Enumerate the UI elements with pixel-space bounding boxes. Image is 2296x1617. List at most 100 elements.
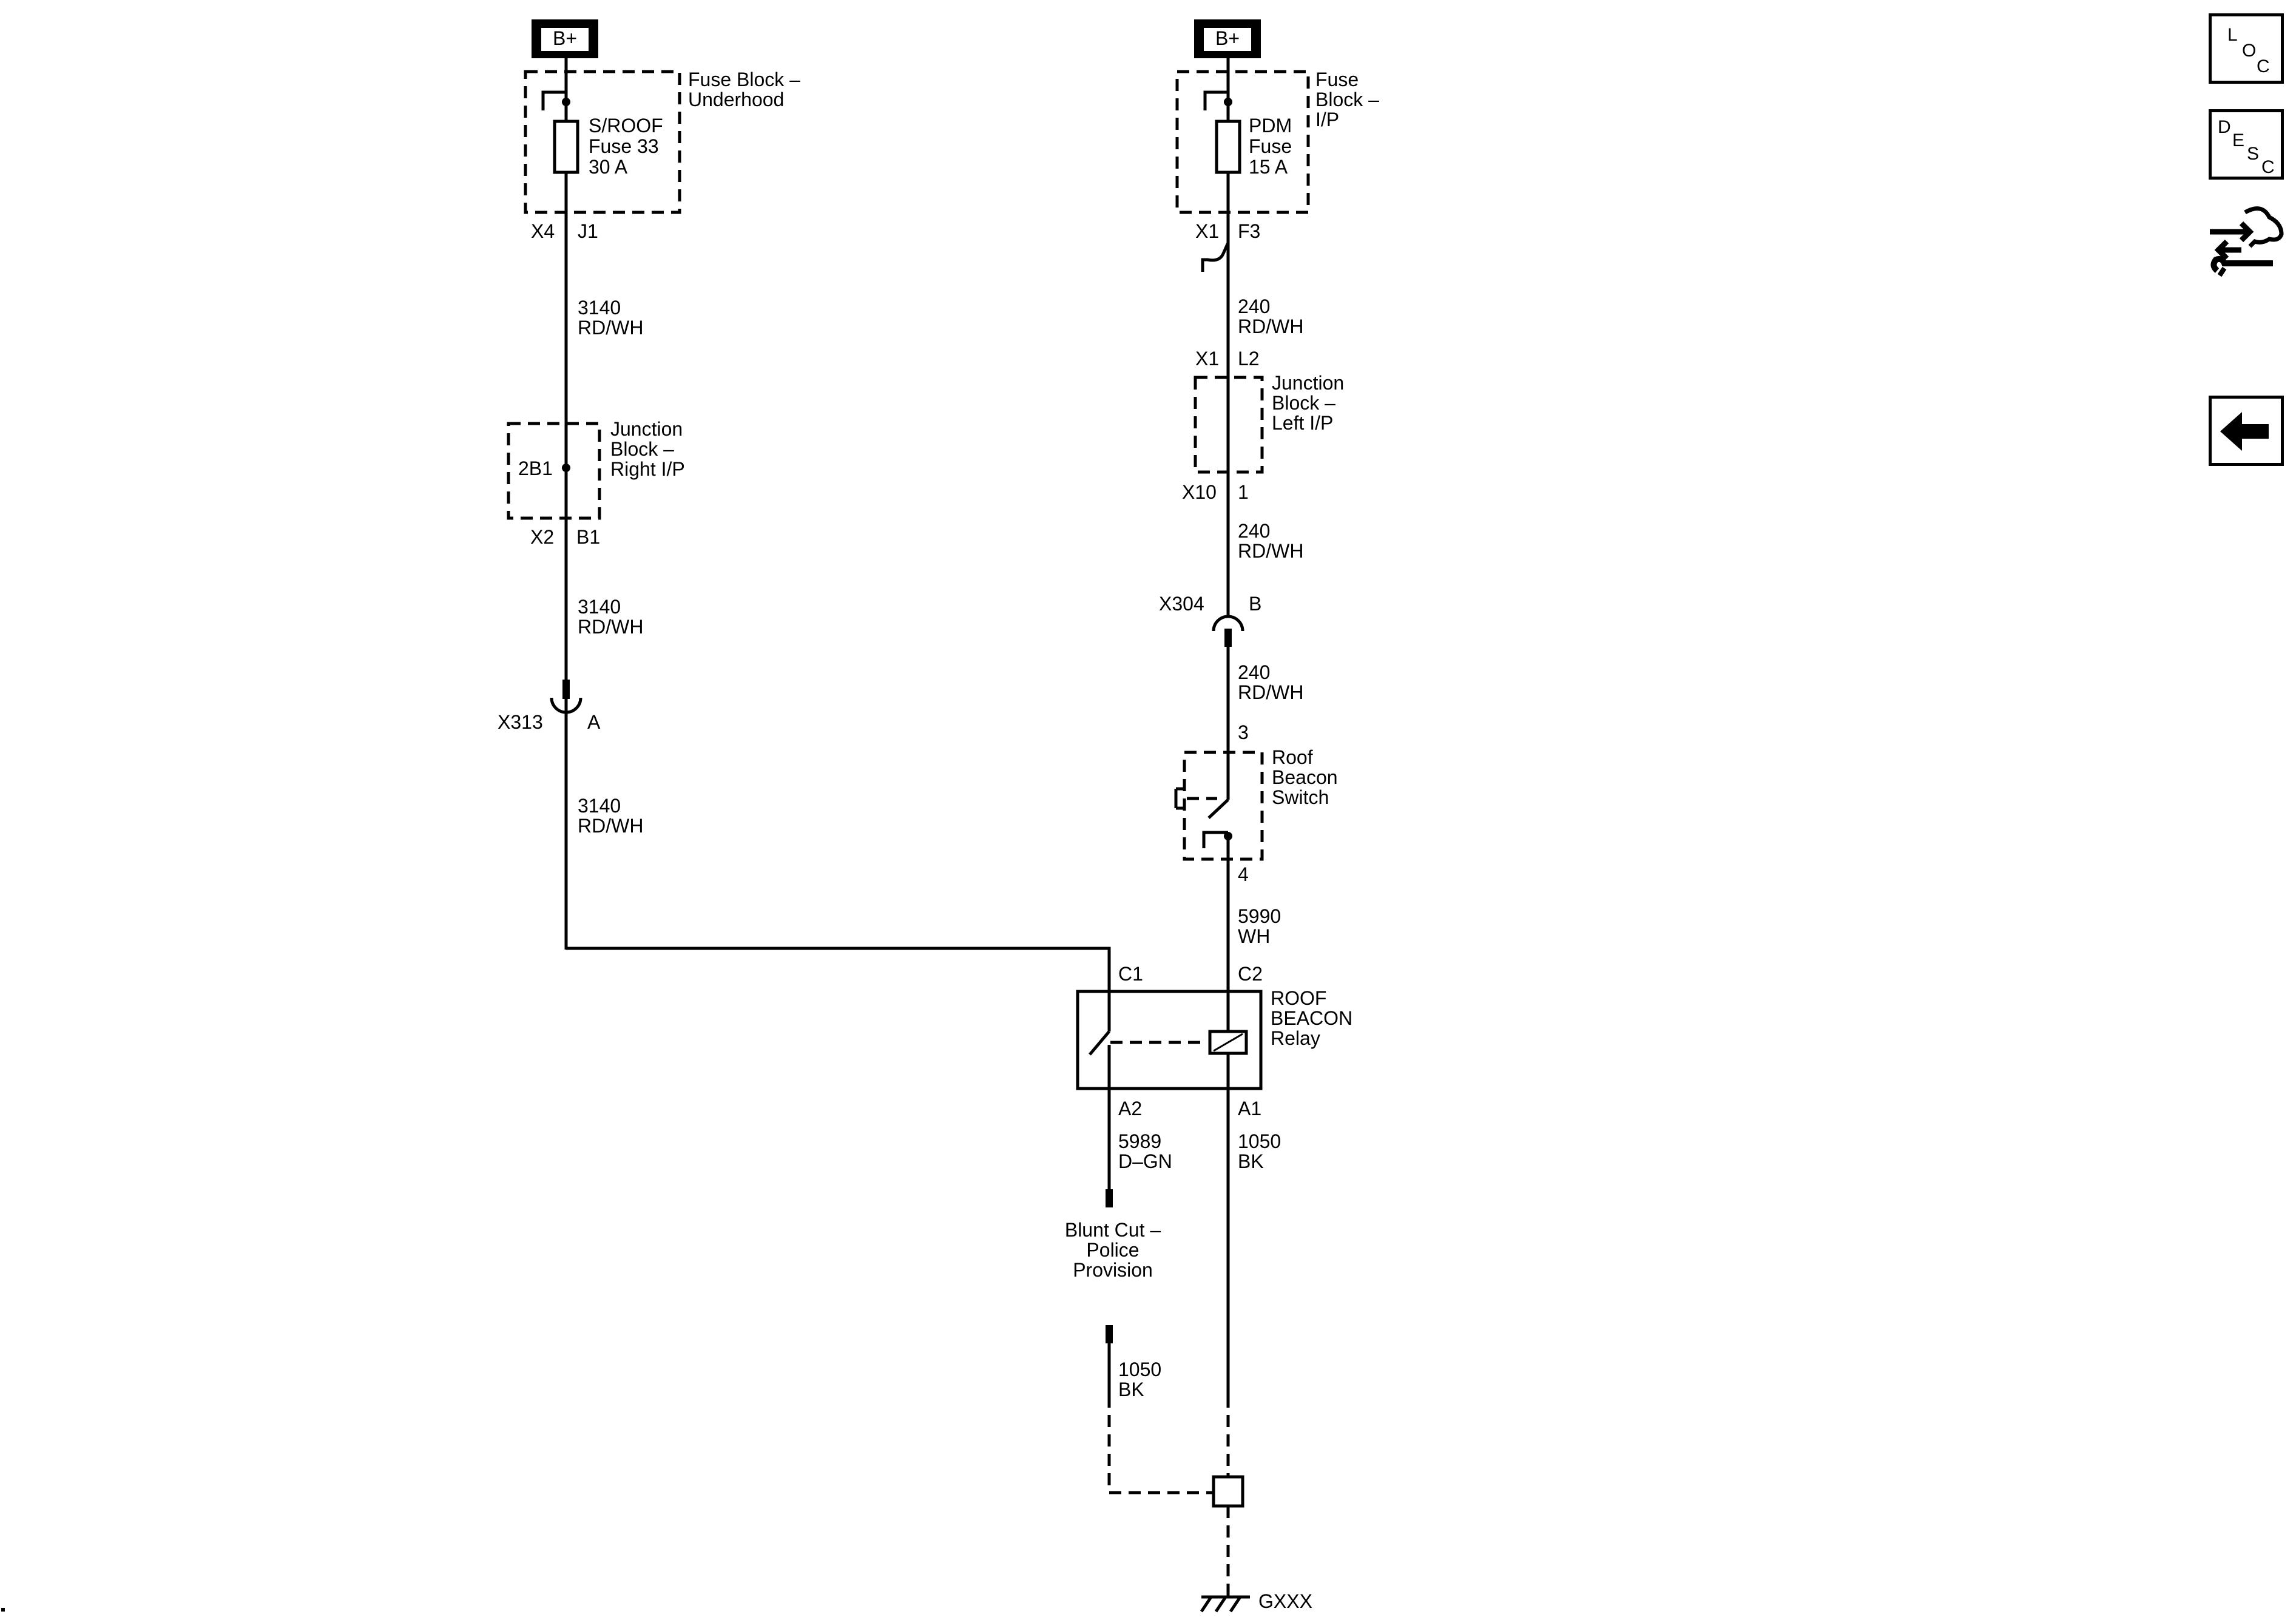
wire-5990-number: 5990	[1238, 905, 1281, 927]
relay-pin-c2-label: C2	[1238, 963, 1263, 985]
corner-dot	[1, 1608, 5, 1612]
pdm-fuse-label-3: 15 A	[1249, 156, 1288, 178]
fuse-block-underhood-name-1: Fuse Block –	[688, 69, 800, 90]
x10-connector-label: X10	[1182, 481, 1217, 503]
b-plus-right: B+	[1194, 19, 1261, 58]
wire-240-a-color: RD/WH	[1238, 316, 1303, 337]
pdm-fuse-label-2: Fuse	[1249, 135, 1292, 157]
roof-beacon-relay: C1 C2 ROOF BEACON Relay A2 A1	[1076, 963, 1352, 1396]
description-icon-s: S	[2247, 144, 2260, 164]
wire-5989-color: D–GN	[1118, 1150, 1172, 1172]
wire-240-a-number: 240	[1238, 295, 1270, 317]
wire-1050-b-number: 1050	[1118, 1359, 1161, 1380]
switch-pin-4-label: 4	[1238, 863, 1249, 885]
wire-5990-color: WH	[1238, 925, 1270, 947]
b-plus-right-label: B+	[1215, 27, 1240, 49]
relay-name-2: BEACON	[1271, 1007, 1352, 1029]
description-icon-e: E	[2232, 130, 2245, 150]
location-icon-c: C	[2257, 56, 2270, 76]
wire-240-c-color: RD/WH	[1238, 681, 1303, 703]
wire-240-b-number: 240	[1238, 520, 1270, 542]
wire-3140-c-number: 3140	[578, 795, 621, 817]
x4-connector-label: X4	[531, 220, 555, 242]
x10-pin-label: 1	[1238, 481, 1249, 503]
wire-1050-a-number: 1050	[1238, 1130, 1281, 1152]
wire-240-c-number: 240	[1238, 661, 1270, 683]
connector-x313: X313 A	[498, 680, 601, 733]
wire-break-symbol	[1201, 241, 1230, 272]
relay-pin-a1-label: A1	[1238, 1098, 1261, 1119]
junction-right-name-2: Block –	[610, 438, 674, 460]
fuse-33-symbol	[553, 120, 579, 174]
fuse-block-ip-name-1: Fuse	[1315, 69, 1359, 90]
l2-pin-label: L2	[1238, 348, 1260, 370]
j1-pin-label: J1	[578, 220, 598, 242]
fuse-block-underhood-name-2: Underhood	[688, 89, 784, 110]
fuse-block-ip: Fuse Block – I/P PDM Fuse 15 A X1 F3	[1175, 58, 1379, 252]
x313-connector-label: X313	[498, 711, 543, 733]
pdm-fuse-label-1: PDM	[1249, 115, 1292, 137]
junction-right-name-1: Junction	[610, 418, 683, 440]
roof-switch-name-3: Switch	[1272, 786, 1329, 808]
blunt-cut-line-3: Provision	[1073, 1259, 1153, 1281]
wire-3140-c-color: RD/WH	[578, 815, 643, 837]
fuse-33-label-3: 30 A	[589, 156, 628, 178]
back-arrow-icon	[2220, 412, 2269, 451]
roof-switch-name-1: Roof	[1272, 746, 1313, 768]
back-button[interactable]	[2209, 396, 2284, 466]
diagnostic-hand-wrench-icon[interactable]	[2206, 199, 2288, 282]
location-icon-o: O	[2242, 41, 2257, 61]
x304-pin-label: B	[1249, 593, 1261, 615]
ground-label: GXXX	[1258, 1590, 1312, 1612]
relay-name-1: ROOF	[1271, 987, 1326, 1009]
wire-3140-a-color: RD/WH	[578, 317, 643, 339]
fuse-block-underhood: Fuse Block – Underhood S/ROOF Fuse 33 30…	[524, 58, 800, 950]
location-icon-l: L	[2227, 25, 2238, 45]
wire-1050-a-color: BK	[1238, 1150, 1264, 1172]
switch-pin-3-label: 3	[1238, 721, 1249, 743]
relay-name-3: Relay	[1271, 1027, 1320, 1049]
connector-x304: X304 B	[1159, 593, 1261, 647]
b-plus-left-label: B+	[553, 27, 577, 49]
junction-left-name-3: Left I/P	[1272, 412, 1333, 434]
roof-switch-name-2: Beacon	[1272, 766, 1338, 788]
description-button[interactable]: D E S C	[2209, 109, 2284, 180]
blunt-cut-line-2: Police	[1086, 1239, 1139, 1261]
x2-connector-label: X2	[530, 526, 554, 548]
junction-left-name-2: Block –	[1272, 392, 1335, 414]
description-icon-d: D	[2218, 117, 2231, 137]
fuse-33-label-2: Fuse 33	[589, 135, 659, 157]
junction-block-right-ip: 2B1 Junction Block – Right I/P X2 B1	[507, 418, 685, 548]
blunt-cut-line-1: Blunt Cut –	[1065, 1219, 1161, 1241]
fuse-33-label-1: S/ROOF	[589, 115, 663, 137]
wire-3140-a-number: 3140	[578, 297, 621, 319]
pdm-fuse-symbol	[1215, 120, 1241, 174]
b-plus-left: B+	[532, 19, 598, 58]
relay-pin-c1-label: C1	[1118, 963, 1143, 985]
b1-pin-label: B1	[576, 526, 600, 548]
wire-3140-b-number: 3140	[578, 596, 621, 618]
blunt-cut-police-provision: Blunt Cut – Police Provision	[1065, 1219, 1161, 1281]
x1-l2-connector-label: X1	[1195, 348, 1219, 370]
junction-right-inner-label: 2B1	[518, 457, 553, 479]
wire-240-b-color: RD/WH	[1238, 540, 1303, 562]
fuse-block-ip-name-3: I/P	[1315, 109, 1339, 130]
ground-splice-symbol	[1212, 1475, 1244, 1508]
x304-connector-label: X304	[1159, 593, 1204, 615]
wire-5989-number: 5989	[1118, 1130, 1161, 1152]
description-icon-c: C	[2261, 157, 2275, 177]
fuse-block-ip-name-2: Block –	[1315, 89, 1379, 110]
relay-pin-a2-label: A2	[1118, 1098, 1142, 1119]
location-button[interactable]: L O C	[2209, 13, 2284, 84]
roof-beacon-switch: 3 Roof Beacon Switch 4	[1174, 721, 1338, 1031]
junction-block-left-ip: X1 L2 Junction Block – Left I/P X10 1	[1182, 348, 1344, 618]
junction-left-name-1: Junction	[1272, 372, 1344, 394]
f3-pin-label: F3	[1238, 220, 1260, 242]
wire-3140-b-color: RD/WH	[578, 616, 643, 638]
junction-right-name-3: Right I/P	[610, 458, 685, 480]
wire-1050-b-color: BK	[1118, 1379, 1144, 1400]
x1-f3-connector-label: X1	[1195, 220, 1219, 242]
x313-pin-label: A	[587, 711, 601, 733]
ground-symbol: GXXX	[1200, 1590, 1312, 1613]
